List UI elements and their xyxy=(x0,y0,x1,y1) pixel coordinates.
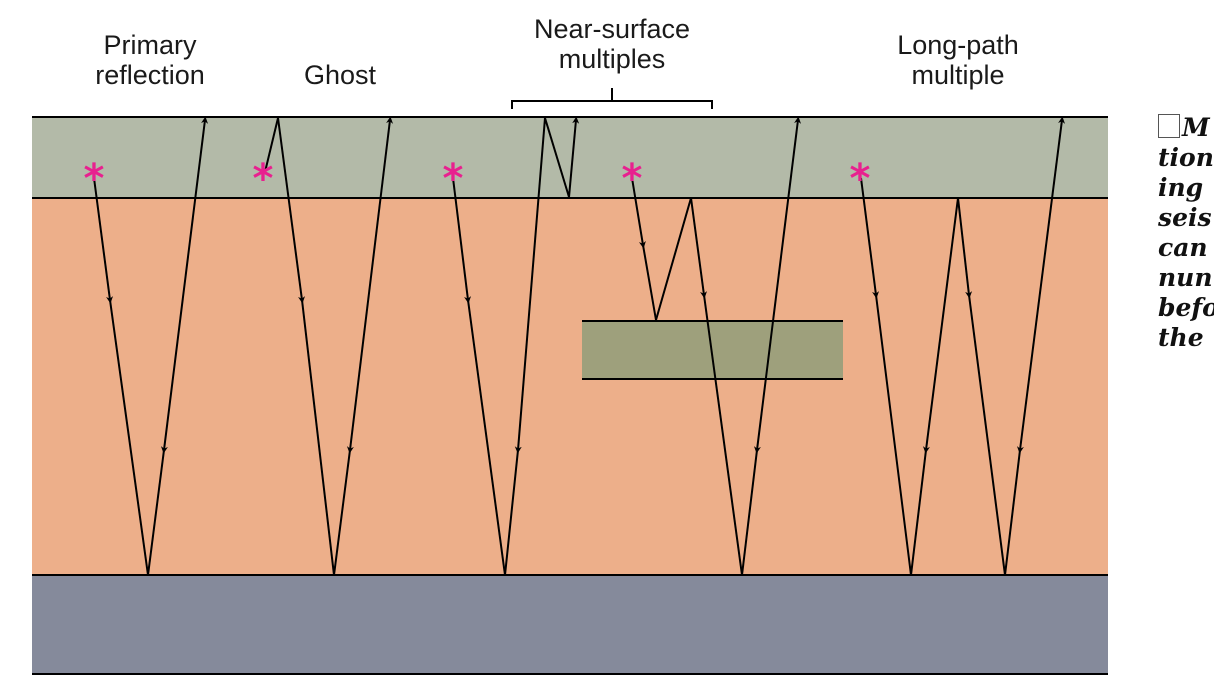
source-stars: * * * * * xyxy=(84,156,871,202)
caption-line-2: ing xyxy=(1158,173,1204,202)
source-icon: * xyxy=(850,156,871,202)
caption-line-4: can xyxy=(1158,233,1208,262)
label-long-path-multiple: Long-path multiple xyxy=(878,30,1038,90)
interfaces xyxy=(32,116,1108,675)
label-ghost: Ghost xyxy=(280,60,400,90)
near-surface-bracket xyxy=(511,88,713,109)
caption-line-3: seis xyxy=(1158,203,1212,232)
label-primary-line1: Primary xyxy=(103,30,197,60)
middle-layer xyxy=(32,198,1108,575)
label-long-path-line2: multiple xyxy=(911,60,1005,90)
label-long-path-line1: Long-path xyxy=(897,30,1019,60)
embedded-layer xyxy=(582,321,843,379)
rays xyxy=(93,116,1066,576)
caption-line-1: tion xyxy=(1158,143,1214,172)
source-icon: * xyxy=(253,156,274,202)
label-near-surface-multiples: Near-surface multiples xyxy=(510,14,714,74)
figure-caption: M tion ing seis can nun befo the xyxy=(1158,113,1214,353)
source-icon: * xyxy=(84,156,105,202)
caption-line-6: befo xyxy=(1158,293,1214,322)
caption-line-0: M xyxy=(1182,113,1210,142)
caption-line-7: the xyxy=(1158,323,1204,352)
label-near-surface-line2: multiples xyxy=(558,44,666,74)
label-near-surface-line1: Near-surface xyxy=(533,14,691,44)
caption-line-5: nun xyxy=(1158,263,1213,292)
label-primary-reflection: Primary reflection xyxy=(80,30,220,90)
source-icon: * xyxy=(622,156,643,202)
source-icon: * xyxy=(443,156,464,202)
label-primary-line2: reflection xyxy=(95,60,205,90)
bottom-layer xyxy=(32,575,1108,674)
checkbox-glyph-icon xyxy=(1158,114,1180,138)
label-ghost-text: Ghost xyxy=(303,60,377,90)
